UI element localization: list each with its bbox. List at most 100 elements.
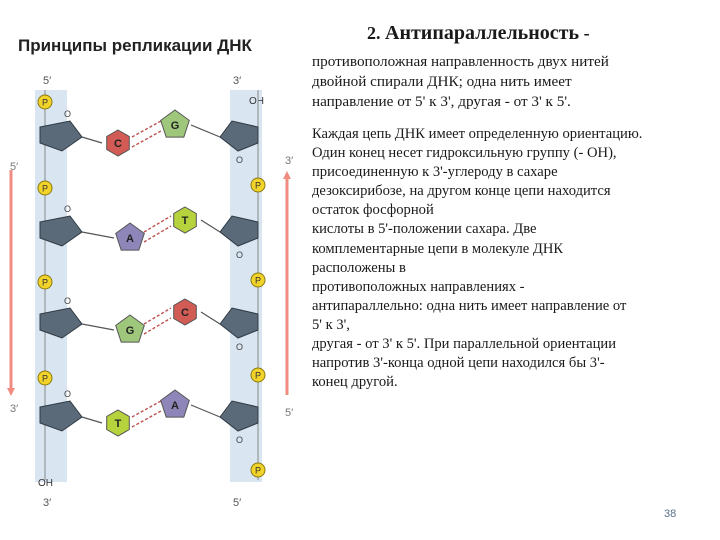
heading-dash: - <box>583 23 590 43</box>
base-a <box>115 222 145 251</box>
hydrogen-bond <box>143 317 172 335</box>
text-line: расположены в <box>312 259 406 276</box>
right-strand-top-label: 3′ <box>233 75 241 87</box>
base-t <box>173 206 197 234</box>
base-g <box>160 109 190 138</box>
glycosidic-bond <box>81 323 115 331</box>
phosphate-right <box>250 272 266 288</box>
hydroxyl-bottom-label: OH <box>38 478 53 489</box>
text-line: кислоты в 5'-положении сахара. Две <box>312 221 537 238</box>
hydrogen-bond <box>131 400 162 418</box>
sugar-right <box>219 400 259 432</box>
ring-oxygen-label: O <box>236 435 243 445</box>
sugar-right <box>219 215 259 247</box>
explanation-text: Каждая цепь ДНК имеет определенную ориен… <box>312 125 716 392</box>
text-line: другая - от 3' к 5'. При параллельной ор… <box>312 336 617 353</box>
hydroxyl-top-label: OH <box>249 96 264 107</box>
glycosidic-bond <box>81 136 103 144</box>
sugar-right <box>219 120 259 152</box>
phosphate-right <box>250 462 266 478</box>
text-line: присоединенную к 3'-углероду в сахаре <box>312 164 558 181</box>
glycosidic-bond <box>200 311 221 325</box>
text-line: двойной спирали ДНК; одна нить имеет <box>312 73 572 90</box>
base-label: G <box>126 325 135 337</box>
hydrogen-bond <box>131 130 162 148</box>
page-number: 38 <box>664 508 677 520</box>
phosphate-label: P <box>42 278 48 288</box>
phosphate-right <box>250 367 266 383</box>
glycosidic-bond <box>200 219 221 233</box>
ring-oxygen-label: O <box>236 250 243 260</box>
principle-heading: 2. Антипараллельность - <box>367 22 590 45</box>
phosphate-label: P <box>42 98 48 108</box>
sugar-left <box>39 215 83 247</box>
sugar-left <box>39 120 83 152</box>
nucleotide-layer: P P P P P P P P O O C G O O A T O O G C O O T A <box>37 90 266 480</box>
base-c <box>173 298 197 326</box>
phosphate-label: P <box>42 184 48 194</box>
heading-word: Антипараллельность <box>385 22 580 44</box>
base-a <box>160 389 190 418</box>
hydrogen-bond <box>143 307 172 325</box>
left-strand-bottom-label: 3′ <box>43 497 51 509</box>
phosphate-left <box>37 370 53 386</box>
phosphate-label: P <box>255 181 261 191</box>
text-line: направление от 5' к 3', другая - от 3' к… <box>312 93 571 110</box>
phosphate-left <box>37 274 53 290</box>
right-arrow-label-top: 3′ <box>285 155 293 167</box>
text-line: Каждая цепь ДНК имеет определенную ориен… <box>312 126 643 142</box>
glycosidic-bond <box>81 416 103 424</box>
hydrogen-bond <box>143 225 172 243</box>
glycosidic-bond <box>190 124 221 138</box>
glycosidic-bond <box>190 404 221 418</box>
left-arrow-label-bottom: 3′ <box>10 403 18 415</box>
base-label: C <box>181 307 189 319</box>
text-line: комплементарные цепи в молекуле ДНК <box>312 240 564 257</box>
dna-diagram: 5′ 3′ 3′ 5′ 5′ 3′ 3′ 5′ OH OH P P P P P P P P O O… <box>7 75 293 509</box>
base-c <box>106 129 130 157</box>
hydrogen-bond <box>131 410 162 428</box>
phosphate-label: P <box>255 276 261 286</box>
sugar-left <box>39 307 83 339</box>
base-label: T <box>115 418 122 430</box>
sugar-left <box>39 400 83 432</box>
text-line: напротив 3'-конца одной цепи находился б… <box>312 355 605 372</box>
text-line: остаток фосфорной <box>312 202 434 219</box>
ring-oxygen-label: O <box>236 155 243 165</box>
text-line: дезоксирибозе, на другом конце цепи нахо… <box>312 183 611 200</box>
base-t <box>106 409 130 437</box>
base-g <box>115 314 145 343</box>
definition-text: противоположная направленность двух ните… <box>312 52 712 112</box>
base-label: A <box>171 400 179 412</box>
right-strand-bottom-label: 5′ <box>233 497 241 509</box>
left-strand-top-label: 5′ <box>43 75 51 87</box>
sugar-right <box>219 307 259 339</box>
ring-oxygen-label: O <box>64 389 71 399</box>
heading-number: 2. <box>367 23 381 43</box>
glycosidic-bond <box>81 231 115 239</box>
text-line: противоположная направленность двух ните… <box>312 53 609 70</box>
ring-oxygen-label: O <box>64 109 71 119</box>
hydrogen-bond <box>143 215 172 233</box>
base-label: T <box>182 215 189 227</box>
text-line: антипараллельно: одна нить имеет направл… <box>312 297 627 314</box>
slide-title: Принципы репликации ДНК <box>18 36 252 55</box>
phosphate-right <box>250 177 266 193</box>
phosphate-label: P <box>42 374 48 384</box>
base-label: G <box>171 120 180 132</box>
text-line: противоположных направлениях - <box>312 278 525 295</box>
ring-oxygen-label: O <box>64 204 71 214</box>
phosphate-left <box>37 94 53 110</box>
text-line: конец другой. <box>312 374 398 391</box>
base-label: A <box>126 233 134 245</box>
left-arrow-label-top: 5′ <box>10 161 18 173</box>
text-line: Один конец несет гидроксильную группу (-… <box>312 145 617 162</box>
text-line: 5' к 3', <box>312 316 350 333</box>
ring-oxygen-label: O <box>64 296 71 306</box>
base-label: C <box>114 138 122 150</box>
phosphate-label: P <box>255 371 261 381</box>
phosphate-left <box>37 180 53 196</box>
phosphate-label: P <box>255 466 261 476</box>
ring-oxygen-label: O <box>236 342 243 352</box>
right-arrow-label-bottom: 5′ <box>285 407 293 419</box>
